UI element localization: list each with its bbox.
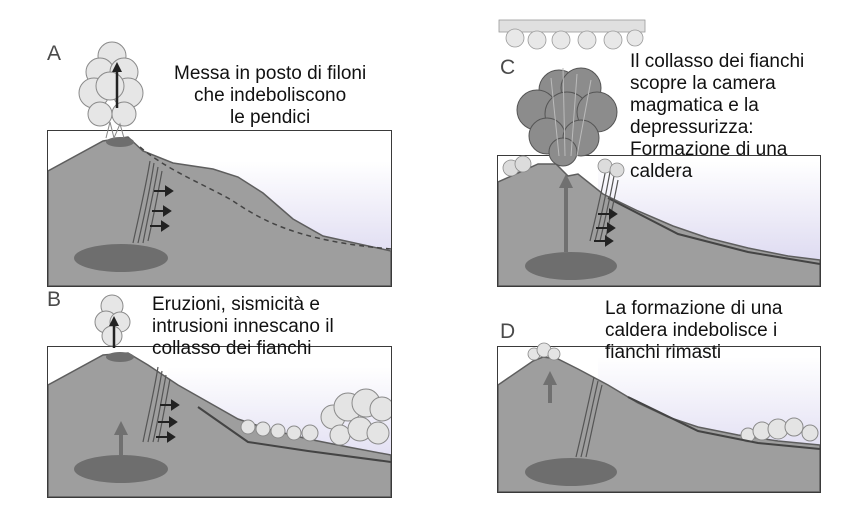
magma-chamber <box>525 252 617 280</box>
caption-line: fianchi rimasti <box>605 342 722 363</box>
magma-chamber <box>525 458 617 486</box>
caption-line: scopre la camera <box>630 73 776 94</box>
summit-magma <box>106 352 134 362</box>
panel-c-plume <box>498 19 646 178</box>
panel-c-letter: C <box>500 56 516 79</box>
push-arrows <box>594 208 618 247</box>
caption-line: Eruzioni, sismicità e <box>152 294 320 315</box>
panel-c-illustration <box>498 161 820 286</box>
caption-line: depressurizza: <box>630 117 754 138</box>
dikes <box>132 160 163 244</box>
eruption-arrow-icon <box>112 62 122 72</box>
eruption-arrow-icon <box>109 316 119 326</box>
panel-b-illustration <box>48 352 391 497</box>
panel-c-caption: Il collasso dei fianchi scopre la camera… <box>630 51 804 183</box>
panel-a-letter: A <box>47 42 62 65</box>
panel-a-caption: Messa in posto di filoni che indebolisco… <box>174 63 366 129</box>
panel-b <box>47 346 392 498</box>
caption-line: caldera <box>630 161 693 182</box>
magma-chamber <box>74 244 168 272</box>
caption-line: magmatica e la <box>630 95 759 116</box>
debris-avalanche <box>740 417 819 443</box>
panel-d-illustration <box>498 356 820 492</box>
caption-line: Formazione di una <box>630 139 788 160</box>
push-arrows <box>156 399 180 443</box>
caption-line: intrusioni innescano il <box>152 316 334 337</box>
debris-avalanche <box>240 388 391 446</box>
caption-line: La formazione di una <box>605 298 783 319</box>
dikes <box>575 376 603 458</box>
panel-d-letter: D <box>500 320 516 343</box>
caption-line: collasso dei fianchi <box>152 338 312 359</box>
panel-b-plume <box>94 294 131 348</box>
push-arrows <box>150 185 174 232</box>
panel-c <box>497 155 821 287</box>
caption-line: le pendici <box>229 107 311 128</box>
panel-b-letter: B <box>47 288 62 311</box>
panel-a-illustration <box>48 136 391 286</box>
panel-a <box>47 130 392 287</box>
caption-line: che indeboliscono <box>194 85 347 106</box>
panel-d <box>497 346 821 493</box>
panel-d-caption: La formazione di una caldera indebolisce… <box>605 298 782 364</box>
panel-a-plume <box>78 41 144 140</box>
caption-line: Il collasso dei fianchi <box>630 51 805 72</box>
panel-b-caption: Eruzioni, sismicità e intrusioni innesca… <box>152 294 334 360</box>
summit-magma <box>106 137 134 147</box>
feeder-arrow-icon <box>114 421 128 455</box>
magma-chamber <box>74 455 168 483</box>
collapse-scar-line <box>139 146 391 250</box>
panel-d-summit-debris <box>527 342 561 361</box>
dikes <box>142 366 171 443</box>
caption-line: caldera indebolisce i <box>605 320 778 341</box>
feeder-arrow-icon <box>559 174 573 252</box>
caption-line: Messa in posto di filoni <box>174 63 367 84</box>
feeder-arrow-icon <box>543 371 557 403</box>
